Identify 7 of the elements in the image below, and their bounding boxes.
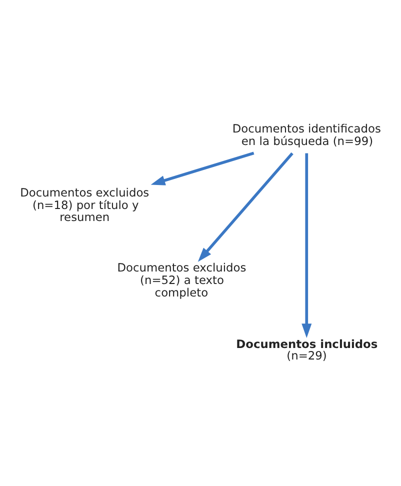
node-text: Documentos incluidos (n=29) <box>236 336 378 362</box>
node-text: Documentos excluidos (n=18) por título y resumen <box>20 184 150 224</box>
arrow <box>150 151 254 185</box>
node-text: Documentos identificados en la búsqueda (n=99) <box>232 121 381 148</box>
arrow <box>302 152 312 338</box>
arrow <box>198 152 294 262</box>
node-text: Documentos excluidos (n=52) a texto completo <box>117 260 246 299</box>
